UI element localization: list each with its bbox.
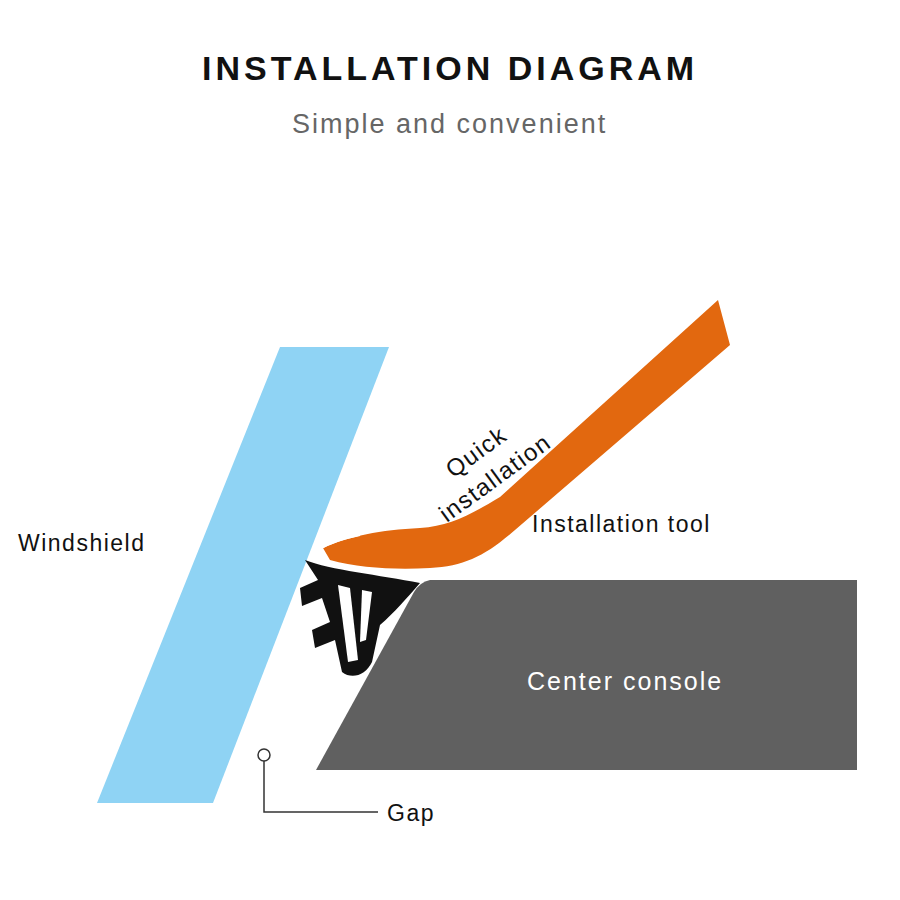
part-label: Installation tool xyxy=(532,511,711,538)
part-label: Gap xyxy=(387,800,435,827)
seal-slot xyxy=(360,590,372,642)
console-outline xyxy=(316,580,857,770)
diagram-title: INSTALLATION DIAGRAM xyxy=(202,49,698,88)
seal-slot xyxy=(338,585,358,662)
gap-marker xyxy=(258,749,270,761)
part-label: Windshield xyxy=(18,530,146,557)
console-block: Center console xyxy=(316,580,857,770)
node-label: Center console xyxy=(527,667,723,696)
subtitle: Simple and convenient xyxy=(292,109,607,140)
installation-tool xyxy=(323,300,730,569)
tool-tip-highlight xyxy=(318,535,360,550)
